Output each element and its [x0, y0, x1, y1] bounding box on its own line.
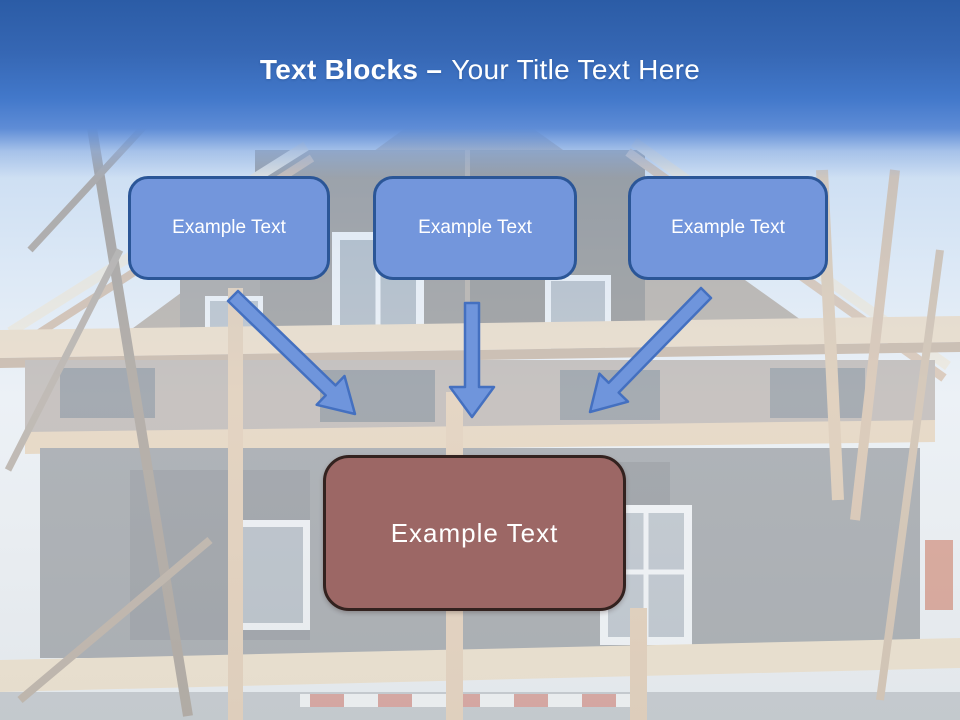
- text-block-1: Example Text: [128, 176, 330, 280]
- slide-title: Text Blocks – Your Title Text Here: [0, 54, 960, 86]
- result-block: Example Text: [323, 455, 626, 611]
- title-bar: Text Blocks – Your Title Text Here: [0, 0, 960, 178]
- text-block-3-label: Example Text: [671, 217, 785, 238]
- text-block-2: Example Text: [373, 176, 577, 280]
- slide-title-rest: Your Title Text Here: [451, 54, 701, 85]
- result-block-label: Example Text: [390, 517, 559, 548]
- text-block-3: Example Text: [628, 176, 828, 280]
- text-block-2-label: Example Text: [418, 217, 532, 238]
- slide-title-emphasis: Text Blocks –: [259, 54, 443, 85]
- text-block-1-label: Example Text: [172, 217, 286, 238]
